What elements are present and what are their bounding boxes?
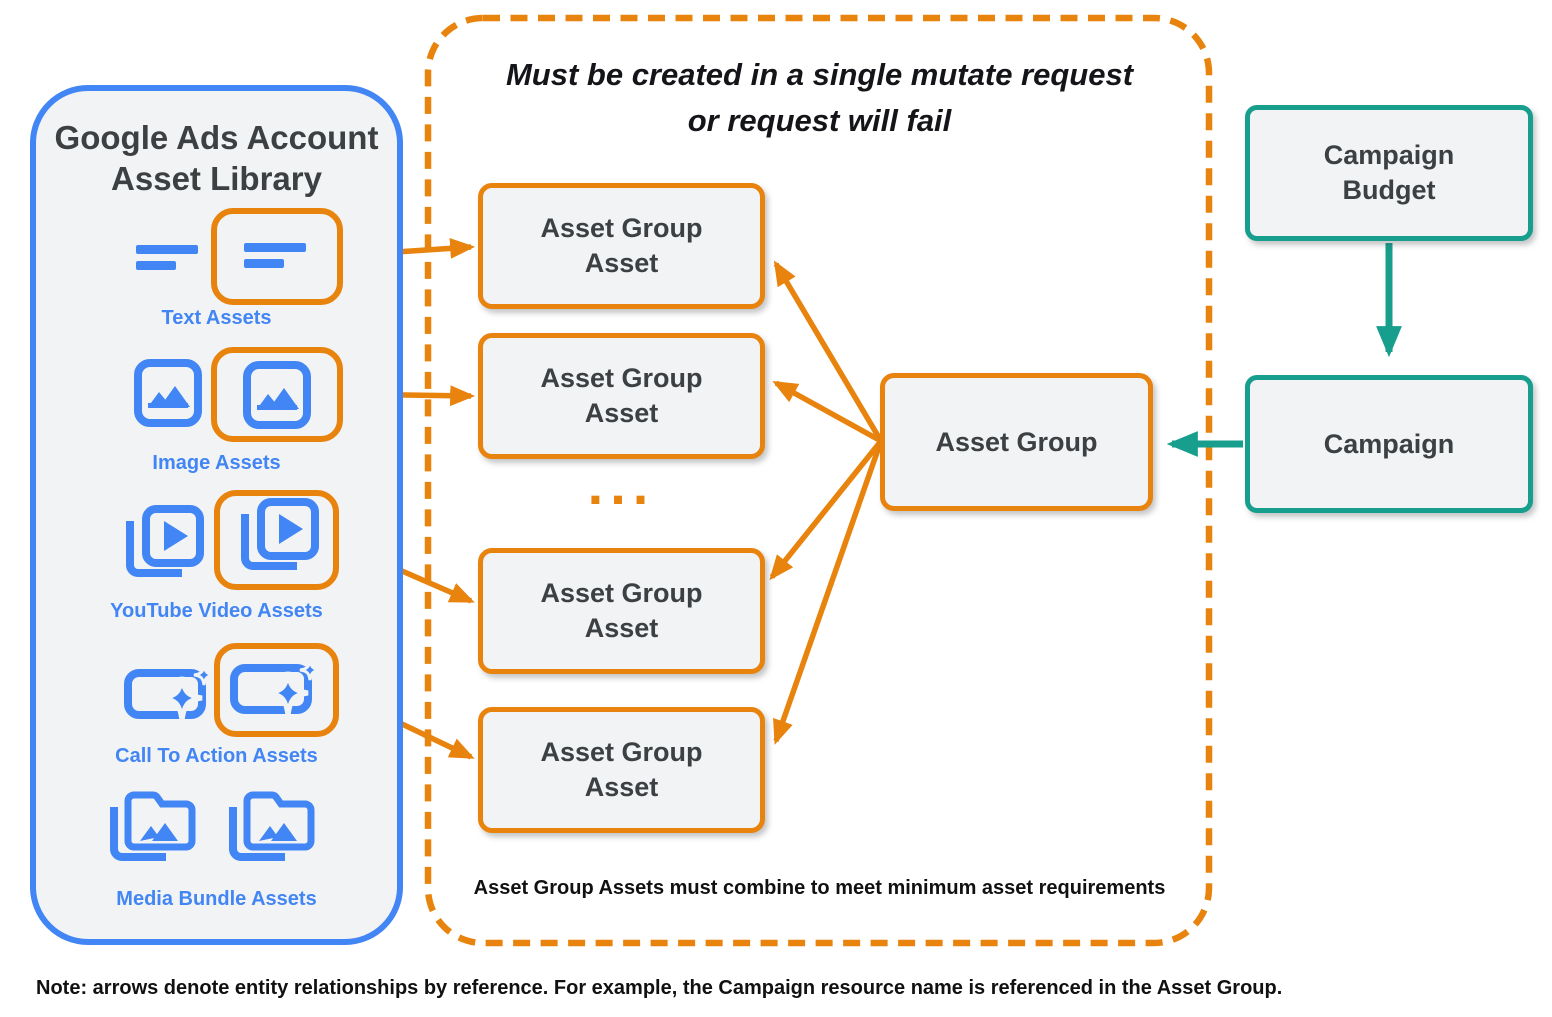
campaign-budget-label: Budget	[1342, 175, 1436, 205]
youtube-video-asset-icon	[126, 505, 204, 577]
asset-group-asset-label: Asset	[584, 248, 659, 278]
asset-group-asset-label: Asset	[584, 772, 659, 802]
text-asset-icon	[136, 245, 198, 270]
asset-group-asset-label: Asset	[584, 398, 659, 428]
arrow-asset-group-to-box-1	[773, 260, 884, 443]
reference-note: Note: arrows denote entity relationships…	[36, 977, 1283, 999]
asset-group-asset-label: Asset Group	[540, 213, 703, 243]
asset-library-title-line2: Asset Library	[111, 160, 322, 197]
minimum-asset-requirements-note: Asset Group Assets must combine to meet …	[473, 877, 1166, 899]
asset-group-asset-box-2: Asset Group Asset	[478, 333, 765, 459]
asset-group-box: Asset Group	[880, 373, 1153, 511]
campaign-label: Campaign	[1323, 428, 1455, 459]
selected-youtube-video-asset-highlight	[214, 490, 339, 590]
asset-group-asset-box-4: Asset Group Asset	[478, 707, 765, 833]
mutate-request-title-line1: Must be created in a single mutate reque…	[505, 57, 1134, 92]
call-to-action-asset-icon	[229, 659, 320, 717]
asset-group-asset-label: Asset Group	[540, 578, 703, 608]
asset-group-asset-label: Asset	[584, 613, 659, 643]
asset-group-reference-arrows	[769, 260, 884, 745]
call-to-action-asset-icon	[124, 664, 215, 722]
more-asset-group-assets-ellipsis: ...	[587, 453, 656, 516]
image-asset-icon	[134, 359, 202, 427]
text-asset-icon	[244, 242, 306, 268]
youtube-video-assets-label: YouTube Video Assets	[110, 600, 323, 622]
asset-group-asset-label: Asset Group	[540, 737, 703, 767]
asset-library-panel: Google Ads Account Asset Library Text As…	[30, 85, 403, 945]
image-asset-icon	[243, 360, 311, 429]
mutate-request-title-line2: or request will fail	[687, 103, 952, 138]
mutate-request-title: Must be created in a single mutate reque…	[427, 52, 1212, 144]
asset-group-asset-box-3: Asset Group Asset	[478, 548, 765, 674]
youtube-video-asset-icon	[240, 498, 319, 570]
selected-text-asset-highlight	[211, 208, 343, 305]
text-assets-label: Text Assets	[161, 307, 272, 329]
selected-call-to-action-asset-highlight	[214, 643, 339, 737]
media-bundle-assets-label: Media Bundle Assets	[116, 888, 317, 910]
campaign-arrows	[1166, 243, 1402, 457]
campaign-box: Campaign	[1245, 375, 1533, 513]
campaign-budget-label: Campaign	[1323, 140, 1455, 170]
asset-group-asset-box-1: Asset Group Asset	[478, 183, 765, 309]
asset-group-label: Asset Group	[935, 426, 1098, 457]
campaign-budget-box: Campaign Budget	[1245, 105, 1533, 241]
arrow-asset-group-to-box-4	[773, 440, 884, 745]
call-to-action-assets-label: Call To Action Assets	[115, 745, 318, 767]
asset-library-title: Google Ads Account Asset Library	[36, 117, 397, 199]
media-bundle-asset-icon	[229, 791, 315, 861]
arrow-asset-group-to-box-3	[769, 439, 884, 581]
selected-image-asset-highlight	[211, 347, 343, 442]
asset-group-asset-label: Asset Group	[540, 363, 703, 393]
image-assets-label: Image Assets	[152, 452, 281, 474]
media-bundle-asset-icon	[110, 791, 196, 861]
asset-library-title-line1: Google Ads Account	[54, 119, 379, 156]
arrow-asset-group-to-box-2	[772, 380, 883, 444]
